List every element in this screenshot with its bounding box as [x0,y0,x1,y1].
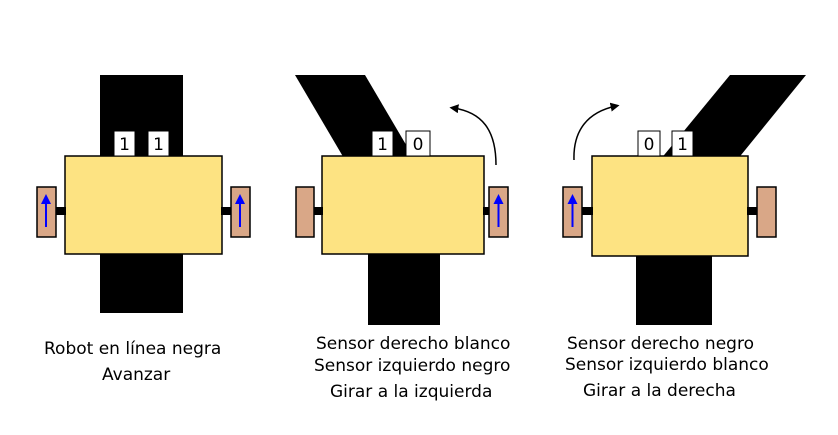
black-line-bottom [636,252,712,325]
axle-right [747,207,757,215]
sensor-left-box [371,130,394,157]
axle-right [483,207,493,215]
sensor-right-value: 1 [677,135,688,155]
panel-forward: 1 1 [36,75,251,313]
wheel-left [295,186,315,238]
robot-body [321,155,485,255]
black-line-top [660,75,806,160]
black-line-bottom [368,252,440,325]
sensor-right-box [147,130,170,157]
panel-turn-left: 1 0 [295,75,509,325]
axle-left [581,207,593,215]
black-line-top [100,75,183,160]
turn-right-arrow [573,102,620,161]
caption-panel2-line3: Girar a la izquierda [330,382,493,402]
wheel-right [756,186,777,238]
axle-left [56,207,66,215]
robot-body [64,155,223,255]
caption-panel3-line1: Sensor derecho negro [567,334,754,354]
sensor-left-value: 1 [377,135,388,155]
caption-panel2-line1: Sensor derecho blanco [316,334,511,354]
caption-panel1-line1: Robot en línea negra [44,339,222,359]
axle-left [313,207,323,215]
sensor-left-box [637,130,661,157]
caption-panel3-line3: Girar a la derecha [583,381,736,401]
sensor-left-value: 1 [119,135,130,155]
sensor-right-box [671,130,694,157]
robot-body [591,155,749,257]
black-line-bottom [100,252,183,313]
sensor-right-box [405,130,431,157]
panel-turn-right: 0 1 [562,75,806,325]
turn-left-arrow [449,104,497,166]
sensor-left-value: 0 [644,135,655,155]
caption-panel3-line2: Sensor izquierdo blanco [565,355,769,375]
sensor-right-value: 0 [413,135,424,155]
caption-panel1-line2: Avanzar [102,365,171,385]
black-line-top [295,75,415,160]
caption-panel2-line2: Sensor izquierdo negro [314,356,511,376]
sensor-left-box [113,130,136,157]
sensor-right-value: 1 [153,135,164,155]
axle-right [221,207,231,215]
